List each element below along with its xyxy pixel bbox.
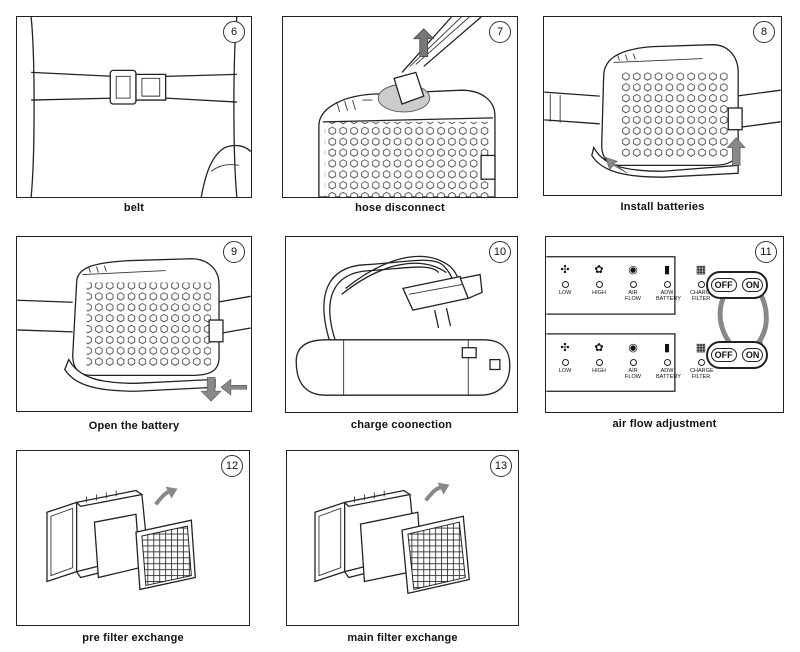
caption-charge-connection: charge coonection [350, 419, 453, 431]
switch-off-label: OFF [710, 348, 737, 362]
air-flow-icon: ◉ [628, 342, 638, 354]
fan-high-icon: ✿ [594, 342, 604, 354]
step-number-8: 8 [753, 21, 775, 43]
indicator-low: ✣LOW [554, 342, 576, 380]
panel-charge-connection: 10 [285, 236, 518, 413]
panel-open-battery: 9 [16, 236, 252, 412]
panel-main-filter-exchange: 13 [286, 450, 519, 626]
fan-low-icon: ✣ [560, 264, 570, 276]
panel-hose-disconnect: 7 [282, 16, 518, 198]
air-flow-icon: ◉ [628, 264, 638, 276]
led-icon [561, 359, 569, 366]
caption-belt: belt [123, 202, 145, 214]
fan-low-icon: ✣ [560, 342, 570, 354]
step-number-12: 12 [221, 455, 243, 477]
power-switch-bottom[interactable]: OFF ON [706, 341, 768, 369]
panel-belt: 6 [16, 16, 252, 198]
pre-filter-illustration [46, 486, 196, 591]
indicator-filter: ▦CHARGE FILTER [690, 264, 714, 303]
led-icon [697, 281, 705, 288]
caption-hose-disconnect: hose disconnect [355, 202, 445, 214]
filter-icon: ▦ [695, 342, 707, 354]
fan-high-icon: ✿ [594, 264, 604, 276]
led-icon [629, 359, 637, 366]
indicator-row-1: ✣LOW ✿HIGH ◉AIR FLOW ▮ADW BATTERY ▦CHARG… [554, 264, 714, 303]
led-icon [629, 281, 637, 288]
led-icon [595, 281, 603, 288]
led-icon [663, 281, 671, 288]
panel-air-flow-adjustment: ✣LOW ✿HIGH ◉AIR FLOW ▮ADW BATTERY ▦CHARG… [545, 236, 784, 413]
caption-open-battery: Open the battery [88, 420, 180, 432]
led-icon [697, 359, 705, 366]
switch-on-label: ON [741, 278, 764, 292]
caption-air-flow-adjustment: air flow adjustment [612, 418, 717, 430]
panel-install-batteries: 8 [543, 16, 782, 196]
step-number-13: 13 [490, 455, 512, 477]
step-number-6: 6 [223, 21, 245, 43]
hose-disconnect-illustration [318, 17, 496, 197]
indicator-high: ✿HIGH [588, 342, 610, 380]
indicator-high: ✿HIGH [588, 264, 610, 302]
caption-install-batteries: Install batteries [620, 201, 705, 213]
caption-main-filter-exchange: main filter exchange [347, 632, 458, 644]
main-filter-illustration [314, 482, 470, 595]
open-battery-illustration [17, 258, 251, 402]
switch-off-label: OFF [710, 278, 737, 292]
step-number-11: 11 [755, 241, 777, 263]
battery-icon: ▮ [663, 342, 671, 354]
indicator-air-flow: ◉AIR FLOW [622, 264, 644, 303]
step-number-10: 10 [489, 241, 511, 263]
indicator-row-2: ✣LOW ✿HIGH ◉AIR FLOW ▮ADW BATTERY ▦CHARG… [554, 342, 714, 381]
indicator-battery: ▮ADW BATTERY [656, 342, 681, 381]
led-icon [595, 359, 603, 366]
step-number-7: 7 [489, 21, 511, 43]
charger-illustration [295, 255, 511, 396]
indicator-low: ✣LOW [554, 264, 576, 302]
battery-icon: ▮ [663, 264, 671, 276]
install-batteries-illustration [544, 44, 781, 178]
panel-pre-filter-exchange: 12 [16, 450, 250, 626]
belt-illustration [30, 17, 251, 197]
filter-icon: ▦ [695, 264, 707, 276]
caption-pre-filter-exchange: pre filter exchange [82, 632, 184, 644]
switch-on-label: ON [741, 348, 764, 362]
led-icon [663, 359, 671, 366]
indicator-air-flow: ◉AIR FLOW [622, 342, 644, 381]
led-icon [561, 281, 569, 288]
indicator-battery: ▮ADW BATTERY [656, 264, 681, 303]
power-switch-top[interactable]: OFF ON [706, 271, 768, 299]
indicator-filter: ▦CHARGE FILTER [690, 342, 714, 381]
step-number-9: 9 [223, 241, 245, 263]
